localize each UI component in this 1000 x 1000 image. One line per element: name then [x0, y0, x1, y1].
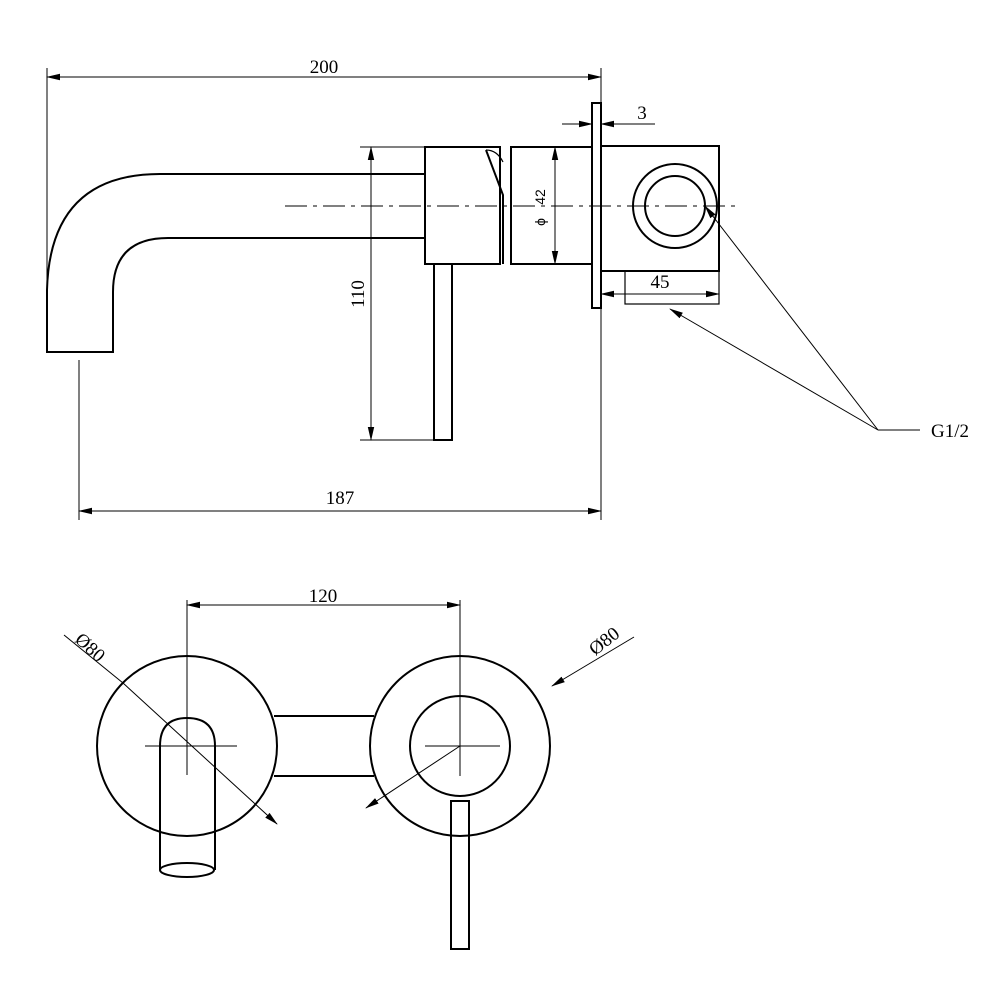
dimension-height: 110 — [348, 146, 434, 441]
dimension-body-depth: 45 — [600, 272, 720, 298]
handle-lever — [433, 263, 453, 441]
thread-label: G1/2 — [931, 421, 969, 442]
dimension-plate-thickness: 3 — [562, 103, 655, 128]
dimension-centre-distance: 120 — [186, 586, 461, 609]
spout-plate — [96, 600, 278, 878]
dimension-projection-length: 187 — [78, 308, 602, 520]
dim-label-42: 42 — [532, 189, 548, 205]
connecting-bar — [274, 715, 374, 777]
dim-label-110: 110 — [348, 280, 369, 308]
dim-label-200: 200 — [310, 57, 339, 78]
dim-label-diameter-symbol: ϕ — [532, 218, 548, 226]
dim-label-left-diameter: Ø80 — [70, 629, 108, 667]
thread-callout: G1/2 — [669, 205, 969, 442]
side-view: 200 187 110 ϕ 42 3 — [46, 57, 969, 520]
dim-label-right-diameter: Ø80 — [585, 623, 624, 660]
valve-plate — [369, 600, 551, 950]
dim-label-120: 120 — [309, 586, 338, 607]
front-view: 120 Ø80 Ø80 — [63, 586, 635, 950]
dim-label-45: 45 — [651, 272, 670, 293]
dim-label-3: 3 — [637, 103, 647, 124]
spout — [46, 173, 425, 353]
dim-label-187: 187 — [326, 488, 355, 509]
dimension-body-diameter: ϕ 42 — [511, 146, 565, 265]
dimension-overall-length: 200 — [46, 57, 602, 352]
